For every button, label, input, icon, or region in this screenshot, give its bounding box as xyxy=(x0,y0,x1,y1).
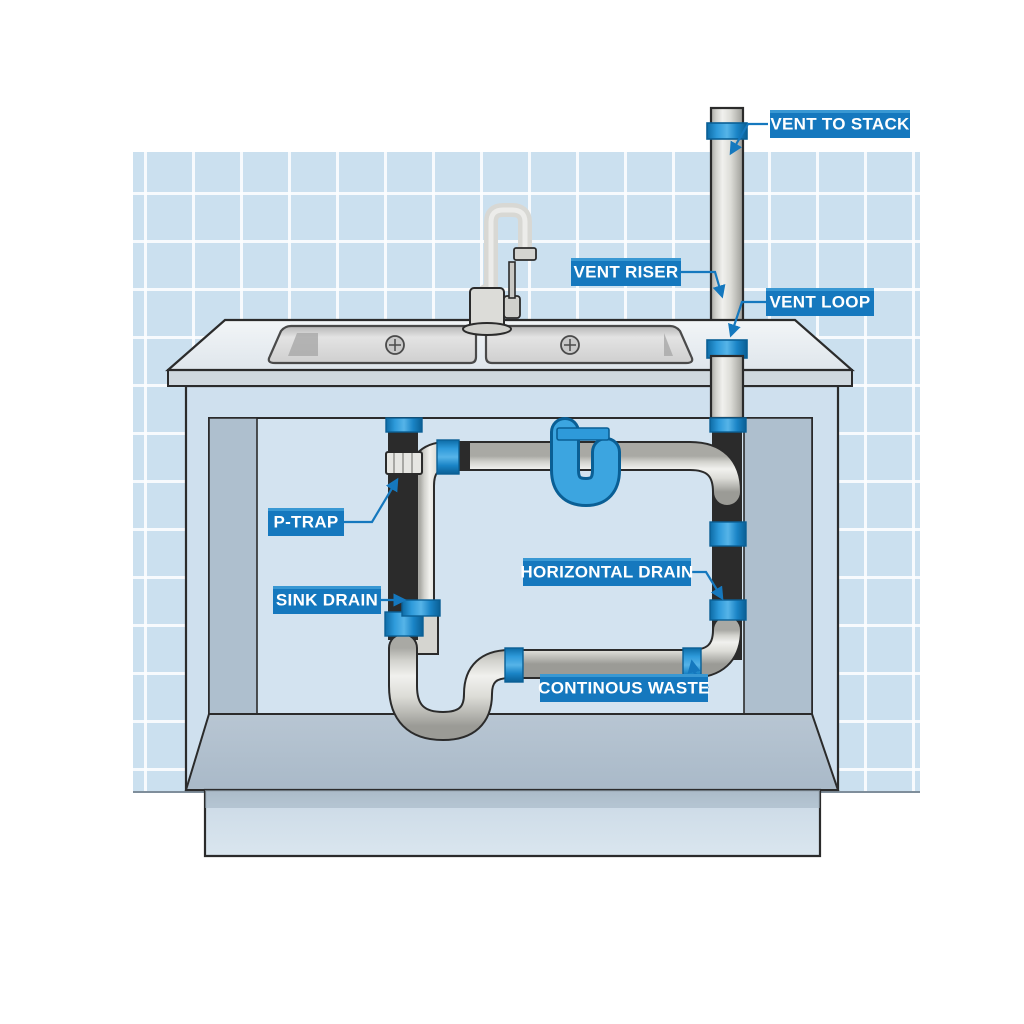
callout-highlight xyxy=(273,586,381,589)
callout-box xyxy=(540,674,708,702)
leader-vent-riser xyxy=(681,270,726,299)
basin-tee-fitting xyxy=(550,417,621,507)
tailpiece-nut xyxy=(385,451,423,475)
cabinet-floor xyxy=(184,713,840,791)
callout-box xyxy=(523,558,691,586)
collar-right-mid xyxy=(709,521,747,547)
callout-vent-to-stack[interactable]: VENT TO STACK xyxy=(770,110,910,138)
collar-upper-run xyxy=(436,439,460,475)
cabinet xyxy=(184,384,840,858)
callout-box xyxy=(770,110,910,138)
callout-label: VENT TO STACK xyxy=(770,114,910,133)
faucet-spout-tip xyxy=(513,247,537,261)
callout-box xyxy=(571,258,681,286)
vent-pipe-lower xyxy=(706,339,748,420)
collar-right-low xyxy=(709,599,747,621)
leader-horizontal-drain xyxy=(691,570,724,601)
collar-stub xyxy=(401,599,441,617)
faucet-base xyxy=(462,322,512,336)
callout-continous-waste[interactable]: CONTINOUS WASTE xyxy=(538,674,710,702)
cabinet-right-panel xyxy=(743,417,813,715)
callout-box xyxy=(268,508,344,536)
callout-box xyxy=(766,288,874,316)
callout-label: HORIZONTAL DRAIN xyxy=(520,562,693,581)
callout-label: VENT RISER xyxy=(573,262,678,281)
callout-label: P-TRAP xyxy=(273,512,338,531)
callout-label: CONTINOUS WASTE xyxy=(538,678,710,697)
callout-box xyxy=(273,586,381,614)
label-layer: VENT TO STACK VENT RISER VENT LOOP P-TRAP SI… xyxy=(268,110,910,702)
collar-waste-left xyxy=(504,647,524,683)
callout-highlight xyxy=(770,110,910,113)
callout-label: SINK DRAIN xyxy=(276,590,378,609)
sink-basin-right xyxy=(484,324,694,365)
leader-p-trap xyxy=(344,477,399,524)
leader-vent-loop xyxy=(728,300,766,338)
vent-collar-top xyxy=(706,122,748,140)
collar-tailpiece-top xyxy=(385,417,423,433)
callout-label: VENT LOOP xyxy=(770,292,871,311)
collar-right-top xyxy=(709,417,747,433)
callout-highlight xyxy=(571,258,681,261)
callout-highlight xyxy=(766,288,874,291)
cabinet-left-panel xyxy=(208,417,258,715)
faucet[interactable] xyxy=(462,203,537,336)
callout-highlight xyxy=(268,508,344,511)
double-basin-sink xyxy=(267,324,694,365)
callout-highlight xyxy=(540,674,708,677)
callout-sink-drain[interactable]: SINK DRAIN xyxy=(273,586,381,614)
callout-p-trap[interactable]: P-TRAP xyxy=(268,508,344,536)
callout-horizontal-drain[interactable]: HORIZONTAL DRAIN xyxy=(520,558,693,586)
callout-vent-riser[interactable]: VENT RISER xyxy=(571,258,681,286)
faucet-handle[interactable] xyxy=(503,295,521,319)
leader-vent-to-stack xyxy=(729,122,768,156)
callout-vent-loop[interactable]: VENT LOOP xyxy=(766,288,874,316)
callout-highlight xyxy=(523,558,691,561)
